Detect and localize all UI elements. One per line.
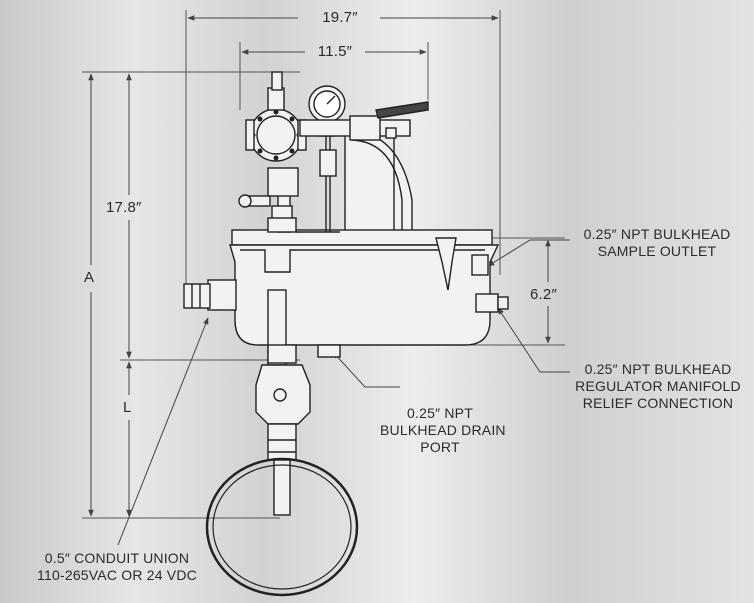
drain-port-callout: 0.25″ NPT BULKHEAD DRAIN PORT	[380, 405, 506, 456]
callout-line: BULKHEAD DRAIN	[380, 422, 506, 438]
conduit-union-callout: 0.5″ CONDUIT UNION 110-265VAC OR 24 VDC	[12, 550, 222, 584]
callout-line: SAMPLE OUTLET	[597, 243, 717, 259]
upper-height-dimension: 17.8″	[106, 199, 142, 216]
callout-line: 0.5″ CONDUIT UNION	[44, 550, 190, 566]
callout-line: 0.25″ NPT	[407, 405, 473, 421]
sample-outlet-callout: 0.25″ NPT BULKHEAD SAMPLE OUTLET	[572, 226, 742, 260]
manifold-width-dimension: 11.5″	[317, 43, 353, 60]
callout-line: 0.25″ NPT BULKHEAD	[583, 226, 731, 242]
callout-line: REGULATOR MANIFOLD	[575, 378, 741, 394]
analyzer-assembly	[183, 71, 509, 597]
leader-lines	[117, 239, 570, 546]
callout-line: 110-265VAC OR 24 VDC	[37, 567, 197, 583]
callout-line: 0.25″ NPT BULKHEAD	[584, 361, 732, 377]
extension-lines	[82, 10, 565, 519]
callout-line: RELIEF CONNECTION	[582, 395, 734, 411]
dimension-lines	[88, 15, 551, 517]
total-height-label: A	[84, 269, 95, 286]
insertion-length-label: L	[123, 399, 132, 416]
outlet-offset-dimension: 6.2″	[530, 286, 557, 303]
overall-width-dimension: 19.7″	[322, 9, 358, 26]
relief-connection-callout: 0.25″ NPT BULKHEAD REGULATOR MANIFOLD RE…	[568, 361, 748, 412]
callout-line: PORT	[420, 439, 460, 455]
